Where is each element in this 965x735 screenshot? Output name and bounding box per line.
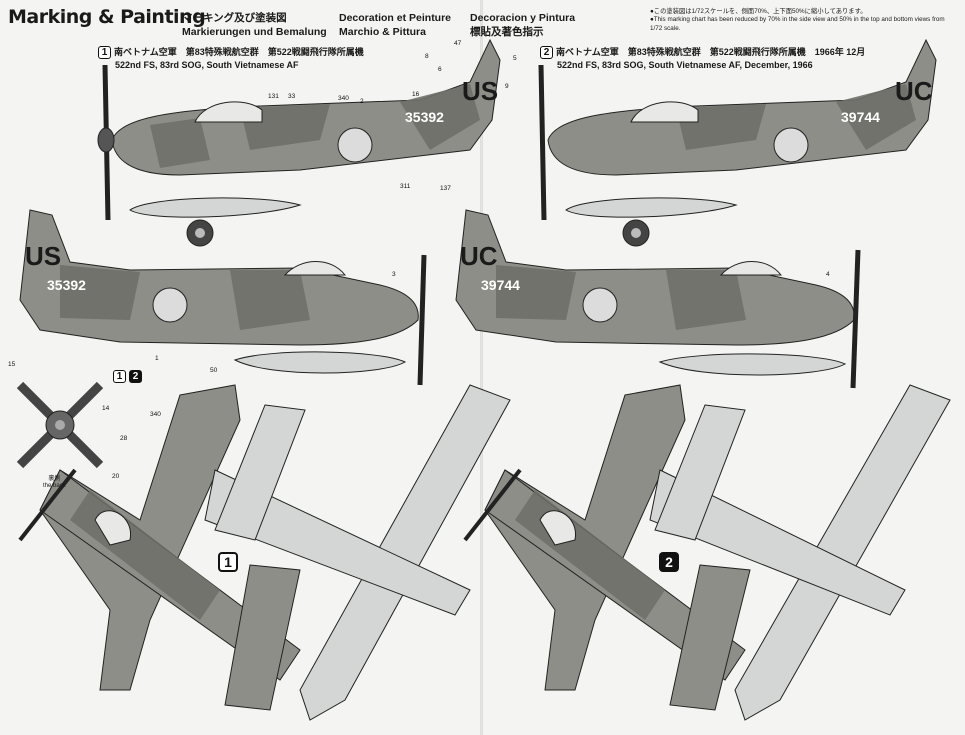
callout-131: 131 <box>268 93 279 100</box>
scheme-2-serial-left: 39744 <box>481 277 520 293</box>
scheme-1-tail-code-left: US <box>25 241 61 271</box>
scheme-2-tail-code-right: UC <box>895 76 933 106</box>
callout-340-top: 340 <box>150 411 161 418</box>
prop-badge-1: 1 <box>113 370 126 384</box>
scheme-2-side-right: UC 39744 <box>455 209 861 389</box>
callout-3: 3 <box>392 271 396 278</box>
callout-47: 47 <box>454 40 462 47</box>
callout-340: 340 <box>338 95 349 102</box>
scheme-1-top-view <box>18 384 301 711</box>
callout-20: 20 <box>112 473 120 480</box>
title-it: Marchio & Pittura <box>339 26 426 38</box>
prop-badge-2: 2 <box>129 370 142 384</box>
scheme-1-en: 522nd FS, 83rd SOG, South Vietnamese AF <box>115 60 299 71</box>
callout-311: 311 <box>400 183 411 190</box>
scheme-1-serial-right: 35392 <box>405 109 444 125</box>
callout-137: 137 <box>440 185 451 192</box>
page-title: Marking & Painting <box>8 6 206 28</box>
callout-9: 9 <box>505 83 509 90</box>
scheme-2-serial-right: 39744 <box>841 109 880 125</box>
scheme-2-plan-badge: 2 <box>659 552 679 572</box>
propeller-front-view <box>16 381 104 469</box>
callout-16: 16 <box>412 91 420 98</box>
page-gutter <box>480 0 483 735</box>
scale-note-jp: ●この塗装図は1/72スケールを、側面70%、上下面50%に縮小してあります。 <box>650 8 867 15</box>
scale-note-en: ●This marking chart has been reduced by … <box>650 16 945 32</box>
scheme-2-top-view <box>463 384 751 711</box>
callout-1: 1 <box>155 355 159 362</box>
title-zh: 標貼及著色指示 <box>470 26 544 38</box>
callout-14: 14 <box>102 405 110 412</box>
callout-33: 33 <box>288 93 296 100</box>
scheme-1-side-left: US 35392 <box>97 38 501 247</box>
callout-2: 2 <box>360 98 364 105</box>
scale-note: ●この塗装図は1/72スケールを、側面70%、上下面50%に縮小してあります。 … <box>650 8 955 33</box>
prop-back-en: the back <box>43 483 66 489</box>
scheme-1-side-right: US 35392 <box>19 209 427 386</box>
title-de: Markierungen und Bemalung <box>182 26 327 38</box>
scheme-1-plan-badge: 1 <box>218 552 238 572</box>
scheme-2-bottom-view <box>649 384 951 721</box>
prop-back-jp: 裏側 <box>48 476 61 482</box>
title-es: Decoracion y Pintura <box>470 12 576 24</box>
callout-5: 5 <box>513 55 517 62</box>
title-jp: マーキング及び塗装図 <box>182 12 287 24</box>
scheme-2-tail-code-left: UC <box>460 241 498 271</box>
scheme-1-serial-left: 35392 <box>47 277 86 293</box>
scheme-2-side-left: UC 39744 <box>538 38 937 247</box>
callout-8: 8 <box>425 53 429 60</box>
scheme-1-tail-code-right: US <box>462 76 498 106</box>
title-fr: Decoration et Peinture <box>339 12 452 24</box>
callout-50: 50 <box>210 367 218 374</box>
scheme-1-jp: 南ベトナム空軍 第83特殊戦航空群 第522戦闘飛行隊所属機 <box>114 47 364 57</box>
callout-15: 15 <box>8 361 16 368</box>
scheme-2-en: 522nd FS, 83rd SOG, South Vietnamese AF,… <box>557 60 813 71</box>
prop-back-label: 裏側 the back <box>43 476 66 490</box>
scheme-1-bottom-view <box>204 384 511 721</box>
callout-6: 6 <box>438 66 442 73</box>
callout-28: 28 <box>120 435 128 442</box>
callout-4: 4 <box>826 271 830 278</box>
scheme-2-jp: 南ベトナム空軍 第83特殊戦航空群 第522戦闘飛行隊所属機 1966年 12月 <box>556 47 866 57</box>
